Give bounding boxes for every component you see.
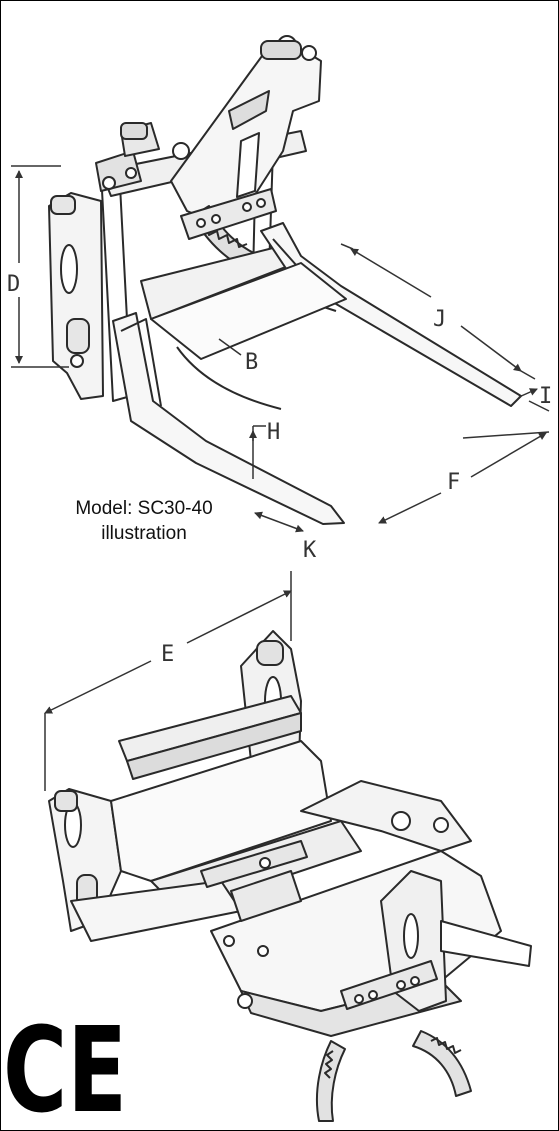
dimension-label-b: B: [245, 350, 258, 375]
dimension-label-e: E: [161, 642, 174, 667]
ce-mark-text: CE: [3, 1013, 127, 1123]
dimension-labels: D B J I H F K: [7, 272, 552, 563]
caption-illustration-line: illustration: [101, 523, 187, 544]
dimension-annotations: [11, 165, 550, 533]
dimension-label-d: D: [7, 272, 20, 297]
caption-model-line: Model: SC30-40: [75, 498, 213, 519]
model-caption: Model: SC30-40 illustration: [39, 496, 249, 546]
dimension-label-j: J: [433, 307, 446, 332]
bottom-grapple-illustration: [48, 630, 532, 1122]
dimension-label-h: H: [267, 420, 280, 445]
ce-mark: CE: [3, 1013, 127, 1123]
dimension-label-i: I: [539, 384, 552, 409]
dimension-e: [44, 571, 292, 791]
top-grapple-illustration: [48, 35, 522, 525]
dimension-label-k: K: [303, 538, 317, 563]
dimension-label-f: F: [447, 470, 460, 495]
